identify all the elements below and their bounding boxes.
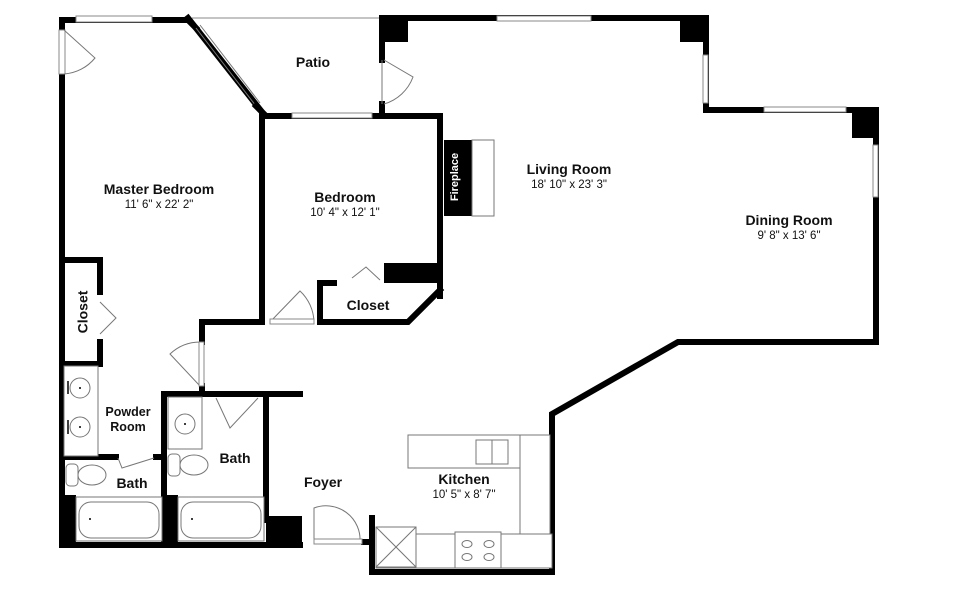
fireplace (444, 139, 495, 217)
room-label-foyer: Foyer (303, 474, 343, 490)
fireplace-label: Fireplace (449, 152, 462, 202)
room-label-master-bedroom: Master Bedroom 11' 6" x 22' 2" (103, 181, 215, 211)
doors (63, 29, 414, 545)
room-label-bedroom: Bedroom 10' 4" x 12' 1" (310, 189, 380, 219)
room-label-bath-1: Bath (116, 475, 148, 491)
room-label-closet-master: Closet (74, 290, 91, 334)
room-label-living-room: Living Room 18' 10" x 23' 3" (526, 161, 612, 191)
windows (58, 15, 879, 198)
wall-columns (62, 16, 878, 546)
sliding-door (195, 24, 269, 119)
room-label-powder-room: Powder Room (105, 405, 151, 434)
room-label-bath-2: Bath (219, 450, 251, 466)
room-label-closet-bedroom: Closet (346, 297, 390, 313)
bathroom-fixtures (63, 365, 265, 542)
kitchen-fixtures (375, 434, 553, 569)
room-label-kitchen: Kitchen 10' 5" x 8' 7" (432, 471, 496, 501)
room-label-patio: Patio (295, 54, 331, 70)
room-label-dining-room: Dining Room 9' 8" x 13' 6" (745, 212, 833, 242)
